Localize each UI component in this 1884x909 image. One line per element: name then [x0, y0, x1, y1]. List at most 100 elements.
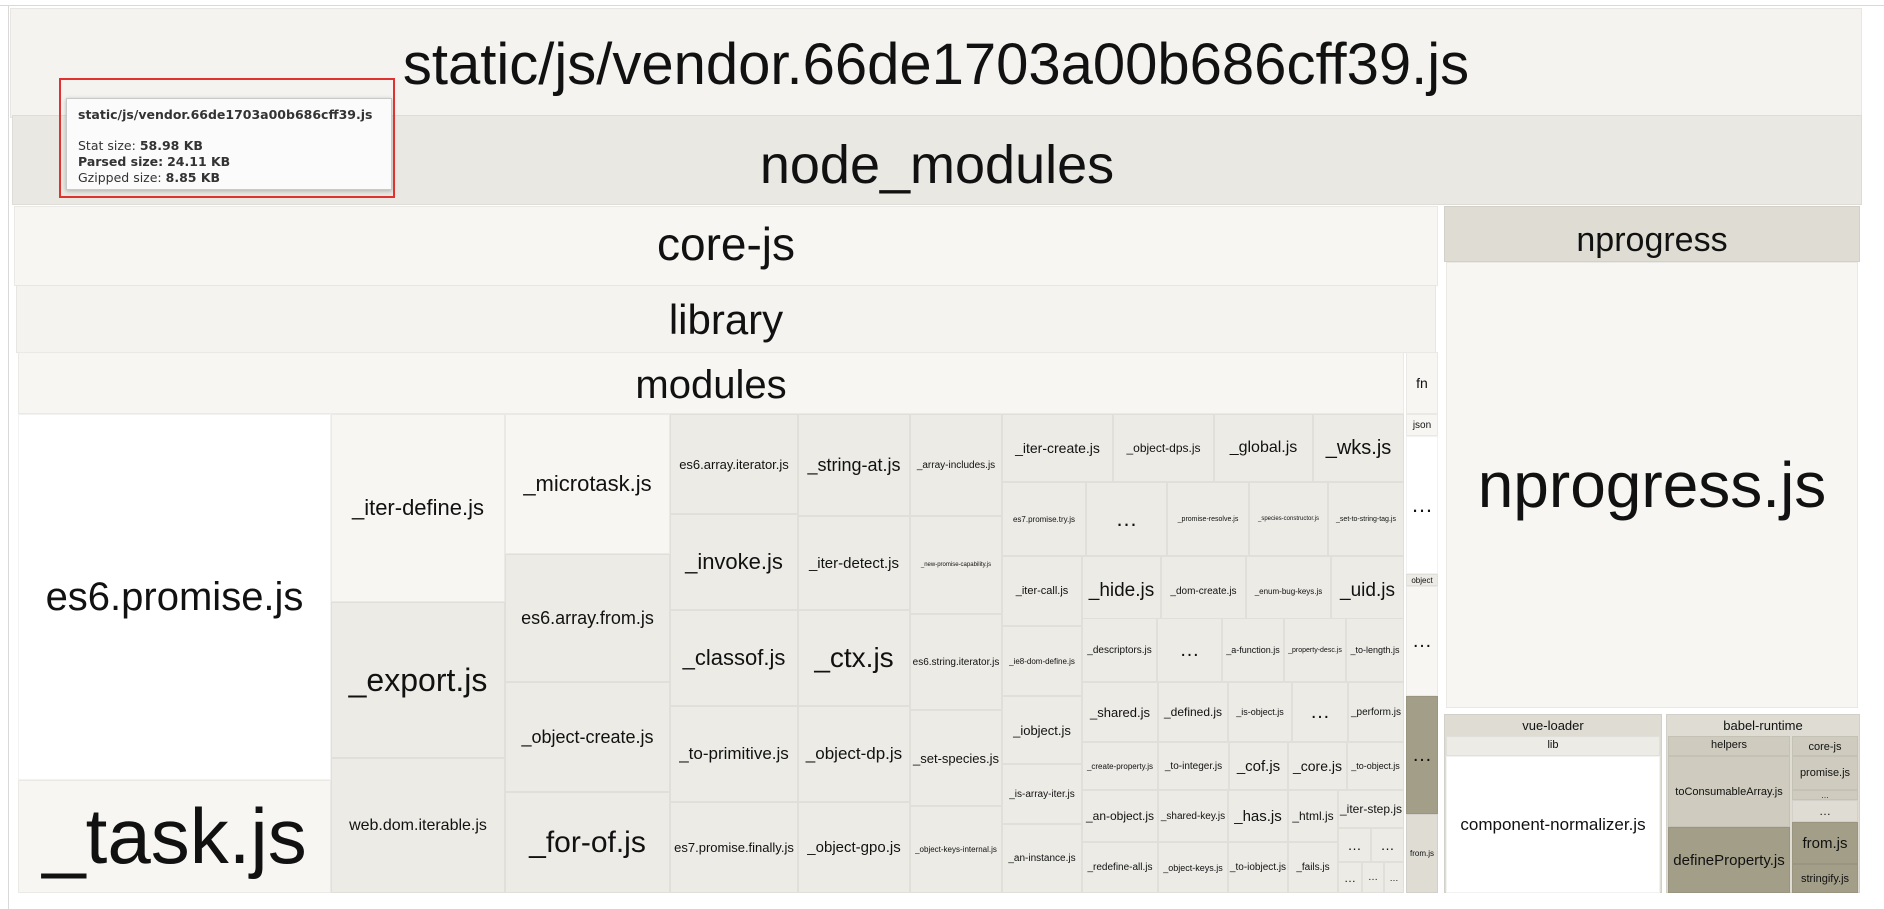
treemap-cell-object-gpo-js[interactable]: _object-gpo.js [798, 802, 910, 893]
treemap-cell-set-to-string-tag-js[interactable]: _set-to-string-tag.js [1328, 482, 1404, 556]
treemap-cell-fails-js[interactable]: _fails.js [1288, 842, 1338, 893]
treemap-cell-promise-resolve-js[interactable]: _promise-resolve.js [1167, 482, 1249, 556]
treemap-cell-global-js[interactable]: _global.js [1214, 414, 1313, 482]
treemap-cell-species-constructor-js[interactable]: _species-constructor.js [1249, 482, 1328, 556]
treemap-group-lib[interactable]: lib [1446, 736, 1660, 756]
treemap-cell-dom-create-js[interactable]: _dom-create.js [1161, 556, 1246, 626]
treemap-cell-collapsed[interactable]: … [1406, 436, 1438, 574]
treemap-cell-es6-array-from-js[interactable]: es6.array.from.js [505, 554, 670, 682]
treemap-cell-collapsed[interactable]: … [1384, 862, 1404, 893]
treemap-cell-export-js[interactable]: _export.js [331, 602, 505, 758]
treemap-group-core-js[interactable]: core-js [14, 206, 1438, 286]
treemap-cell-iter-step-js[interactable]: _iter-step.js [1338, 790, 1404, 828]
treemap-cell-collapsed[interactable]: … [1792, 790, 1858, 800]
treemap-cell-promise-js[interactable]: promise.js [1792, 756, 1858, 790]
treemap-cell-object-keys-js[interactable]: _object-keys.js [1158, 842, 1228, 893]
treemap-cell-property-desc-js[interactable]: _property-desc.js [1284, 618, 1346, 682]
treemap-cell-string-at-js[interactable]: _string-at.js [798, 414, 910, 516]
treemap-cell-iter-create-js[interactable]: _iter-create.js [1002, 414, 1113, 482]
treemap-cell-an-object-js[interactable]: _an-object.js [1082, 790, 1158, 842]
treemap-cell-uid-js[interactable]: _uid.js [1331, 556, 1404, 626]
treemap-cell-cof-js[interactable]: _cof.js [1229, 742, 1288, 790]
treemap-cell-es6-string-iterator-js[interactable]: es6.string.iterator.js [910, 614, 1002, 710]
treemap-cell-create-property-js[interactable]: _create-property.js [1082, 742, 1158, 790]
treemap-cell-object-dps-js[interactable]: _object-dps.js [1113, 414, 1214, 482]
treemap-cell-object-keys-internal-js[interactable]: _object-keys-internal.js [910, 806, 1002, 893]
treemap-cell-collapsed[interactable]: … [1406, 586, 1438, 696]
treemap-cell-collapsed[interactable]: … [1086, 482, 1167, 556]
treemap-cell-hide-js[interactable]: _hide.js [1082, 556, 1161, 626]
treemap-cell-microtask-js[interactable]: _microtask.js [505, 414, 670, 554]
treemap-cell-from-js[interactable]: from.js [1406, 814, 1438, 893]
treemap-cell-collapsed[interactable]: … [1338, 828, 1371, 862]
treemap-cell-descriptors-js[interactable]: _descriptors.js [1082, 618, 1157, 682]
cell-label: _shared.js [1090, 704, 1150, 720]
treemap-cell-enum-bug-keys-js[interactable]: _enum-bug-keys.js [1246, 556, 1331, 626]
treemap-cell-classof-js[interactable]: _classof.js [670, 610, 798, 706]
treemap-cell-is-object-js[interactable]: _is-object.js [1228, 682, 1292, 742]
treemap-cell-collapsed[interactable]: … [1362, 862, 1384, 893]
treemap-cell-collapsed[interactable]: … [1406, 696, 1438, 814]
treemap-cell-fn[interactable]: fn [1406, 352, 1438, 414]
treemap-cell-is-array-iter-js[interactable]: _is-array-iter.js [1002, 764, 1082, 824]
treemap-cell-es6-promise-js[interactable]: es6.promise.js [18, 414, 331, 780]
treemap-cell-object-create-js[interactable]: _object-create.js [505, 682, 670, 792]
treemap-cell-wks-js[interactable]: _wks.js [1313, 414, 1404, 482]
treemap-cell-for-of-js[interactable]: _for-of.js [505, 792, 670, 893]
treemap-cell-array-includes-js[interactable]: _array-includes.js [910, 414, 1002, 516]
treemap-cell-toconsumablearray-js[interactable]: toConsumableArray.js [1668, 756, 1790, 827]
treemap-cell-json[interactable]: json [1406, 414, 1438, 436]
treemap-cell-iobject-js[interactable]: _iobject.js [1002, 696, 1082, 764]
treemap-group-helpers[interactable]: helpers [1668, 736, 1790, 756]
treemap-cell-collapsed[interactable]: … [1371, 828, 1404, 862]
treemap-cell-web-dom-iterable-js[interactable]: web.dom.iterable.js [331, 758, 505, 893]
treemap-cell-iter-define-js[interactable]: _iter-define.js [331, 414, 505, 602]
treemap-cell-object[interactable]: object [1406, 574, 1438, 586]
treemap-cell-object-dp-js[interactable]: _object-dp.js [798, 706, 910, 802]
treemap-cell-core-js[interactable]: _core.js [1288, 742, 1347, 790]
treemap-cell-collapsed[interactable]: … [1157, 618, 1222, 682]
treemap-cell-shared-key-js[interactable]: _shared-key.js [1158, 790, 1228, 842]
tooltip: static/js/vendor.66de1703a00b686cff39.js… [66, 98, 392, 190]
treemap-cell-html-js[interactable]: _html.js [1288, 790, 1338, 842]
treemap-cell-es7-promise-try-js[interactable]: es7.promise.try.js [1002, 482, 1086, 556]
treemap-cell-collapsed[interactable]: … [1338, 862, 1362, 893]
treemap-cell-iter-detect-js[interactable]: _iter-detect.js [798, 516, 910, 610]
treemap-cell-new-promise-capability-js[interactable]: _new-promise-capability.js [910, 516, 1002, 614]
treemap-cell-redefine-all-js[interactable]: _redefine-all.js [1082, 842, 1158, 893]
treemap-group-nprogress[interactable]: nprogress [1444, 206, 1860, 262]
treemap-cell-from-js[interactable]: from.js [1792, 822, 1858, 864]
treemap-cell-nprogress-js[interactable]: nprogress.js [1446, 262, 1858, 708]
treemap-cell-invoke-js[interactable]: _invoke.js [670, 514, 798, 610]
treemap-cell-iter-call-js[interactable]: _iter-call.js [1002, 556, 1082, 626]
treemap-cell-an-instance-js[interactable]: _an-instance.js [1002, 824, 1082, 893]
treemap-group-modules[interactable]: modules [18, 352, 1404, 414]
treemap-cell-es6-array-iterator-js[interactable]: es6.array.iterator.js [670, 414, 798, 514]
treemap-cell-defineproperty-js[interactable]: defineProperty.js [1668, 827, 1790, 893]
cell-label: _iter-call.js [1015, 585, 1069, 597]
treemap-cell-to-length-js[interactable]: _to-length.js [1346, 618, 1404, 682]
cell-label: library [668, 296, 784, 343]
treemap-cell-ie8-dom-define-js[interactable]: _ie8-dom-define.js [1002, 626, 1082, 696]
treemap-cell-stringify-js[interactable]: stringify.js [1792, 864, 1858, 893]
treemap-cell-to-iobject-js[interactable]: _to-iobject.js [1228, 842, 1288, 893]
treemap-group-core-js[interactable]: core-js [1792, 736, 1858, 756]
treemap-cell-a-function-js[interactable]: _a-function.js [1222, 618, 1284, 682]
treemap-cell-shared-js[interactable]: _shared.js [1082, 682, 1158, 742]
treemap-cell-to-integer-js[interactable]: _to-integer.js [1158, 742, 1229, 790]
treemap-cell-ctx-js[interactable]: _ctx.js [798, 610, 910, 706]
treemap-cell-set-species-js[interactable]: _set-species.js [910, 710, 1002, 806]
treemap-cell-es7-promise-finally-js[interactable]: es7.promise.finally.js [670, 802, 798, 893]
treemap-group-static-js-vendor-66de1703a00b686cff39-js[interactable]: static/js/vendor.66de1703a00b686cff39.js [10, 8, 1862, 118]
treemap-group-library[interactable]: library [16, 285, 1436, 353]
treemap-cell-has-js[interactable]: _has.js [1228, 790, 1288, 842]
treemap-cell-defined-js[interactable]: _defined.js [1158, 682, 1228, 742]
treemap-cell-perform-js[interactable]: _perform.js [1348, 682, 1404, 742]
treemap-cell-task-js[interactable]: _task.js [18, 780, 331, 893]
treemap-cell-collapsed[interactable]: … [1792, 800, 1858, 822]
treemap-cell-component-normalizer-js[interactable]: component-normalizer.js [1446, 756, 1660, 893]
treemap-cell-collapsed[interactable]: … [1292, 682, 1348, 742]
treemap-cell-to-object-js[interactable]: _to-object.js [1347, 742, 1404, 790]
treemap-cell-to-primitive-js[interactable]: _to-primitive.js [670, 706, 798, 802]
